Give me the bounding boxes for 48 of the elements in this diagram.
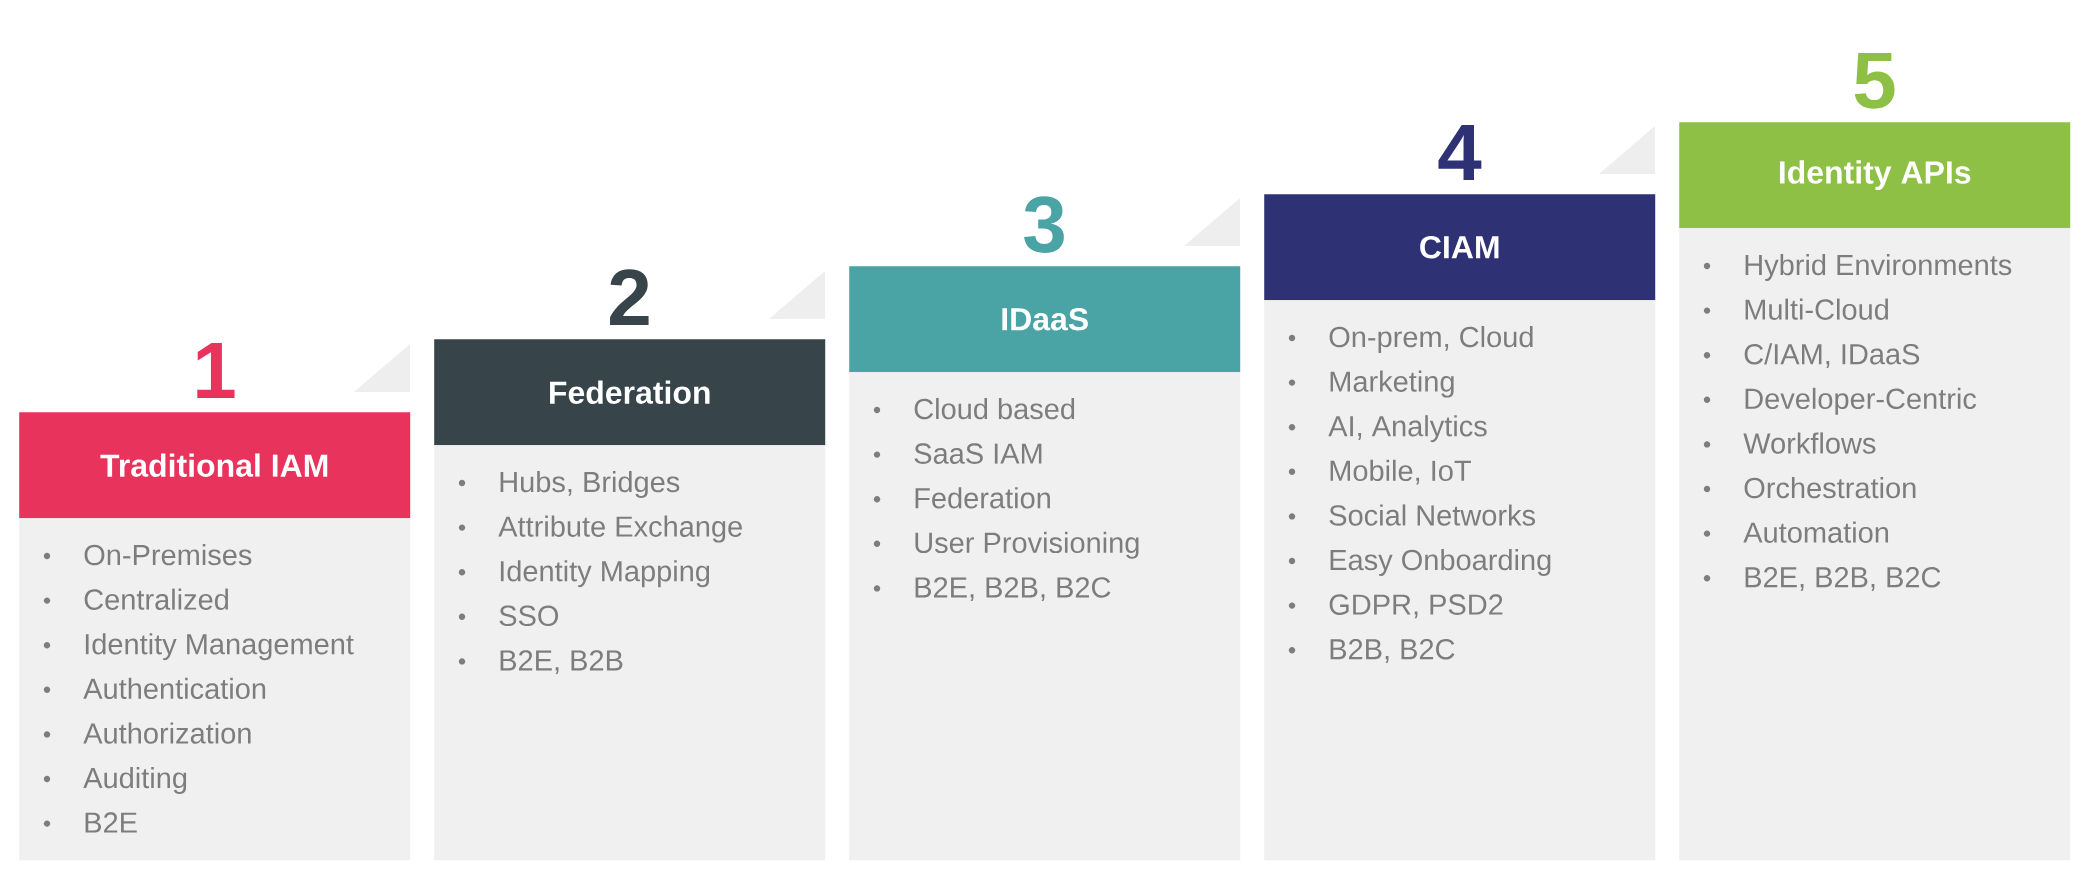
list-item: Hubs, Bridges (500, 471, 680, 498)
step-number: 1 (197, 342, 235, 398)
list-item: C/IAM, IDaaS (1744, 343, 1920, 368)
list-item: SSO (499, 605, 559, 627)
list-item: B2B, B2C (1330, 638, 1455, 663)
list-item: Automation (1743, 521, 1888, 543)
list-panel (19, 518, 411, 861)
list-item: AI, Analytics (1328, 415, 1487, 443)
list-item: Developer-Centric (1745, 387, 1977, 415)
list-item: Centralized (84, 588, 228, 610)
list-item: B2E (85, 812, 137, 833)
list-item: SaaS IAM (914, 443, 1042, 464)
title-bar: Identity APIs (1679, 122, 2071, 229)
list-item: B2E, B2B, B2C (1745, 566, 1941, 591)
list-item: Identity Management (85, 633, 354, 661)
list-panel (849, 372, 1241, 861)
list-item: Mobile, IoT (1330, 459, 1471, 485)
step-number: 2 (610, 269, 649, 325)
list-item: Social Networks (1329, 504, 1535, 526)
list-panel (1264, 300, 1656, 861)
title-bar: Federation (434, 339, 826, 446)
list-item: Marketing (1330, 370, 1454, 398)
step-number: 4 (1438, 124, 1482, 180)
list-panel (1679, 228, 2071, 861)
step-number: 3 (1024, 196, 1064, 253)
title-bar: CIAM (1264, 194, 1656, 301)
list-item: Authentication (83, 677, 266, 700)
list-item: On-prem, Cloud (1329, 326, 1533, 353)
list-item: B2E, B2B (500, 650, 623, 675)
list-item: Hybrid Environments (1745, 254, 2012, 281)
list-item: Federation (915, 487, 1050, 509)
list-item: B2E, B2B, B2C (915, 577, 1111, 602)
list-item: GDPR, PSD2 (1329, 594, 1503, 619)
list-item: Identity Mapping (500, 560, 710, 588)
title-bar: Traditional IAM (19, 412, 411, 519)
list-item: Multi-Cloud (1745, 298, 1888, 320)
title-bar: IDaaS (849, 266, 1241, 373)
list-item: Cloud based (914, 398, 1075, 420)
list-item: Workflows (1743, 432, 1876, 454)
list-item: Authorization (83, 722, 251, 744)
list-item: Attribute Exchange (498, 515, 742, 543)
list-item: On-Premises (84, 544, 252, 566)
list-item: User Provisioning (915, 531, 1139, 559)
step-number: 5 (1854, 52, 1895, 109)
list-panel (434, 445, 826, 861)
list-item: Orchestration (1744, 477, 1916, 499)
list-item: Easy Onboarding (1330, 549, 1551, 576)
list-item: Auditing (83, 767, 187, 794)
